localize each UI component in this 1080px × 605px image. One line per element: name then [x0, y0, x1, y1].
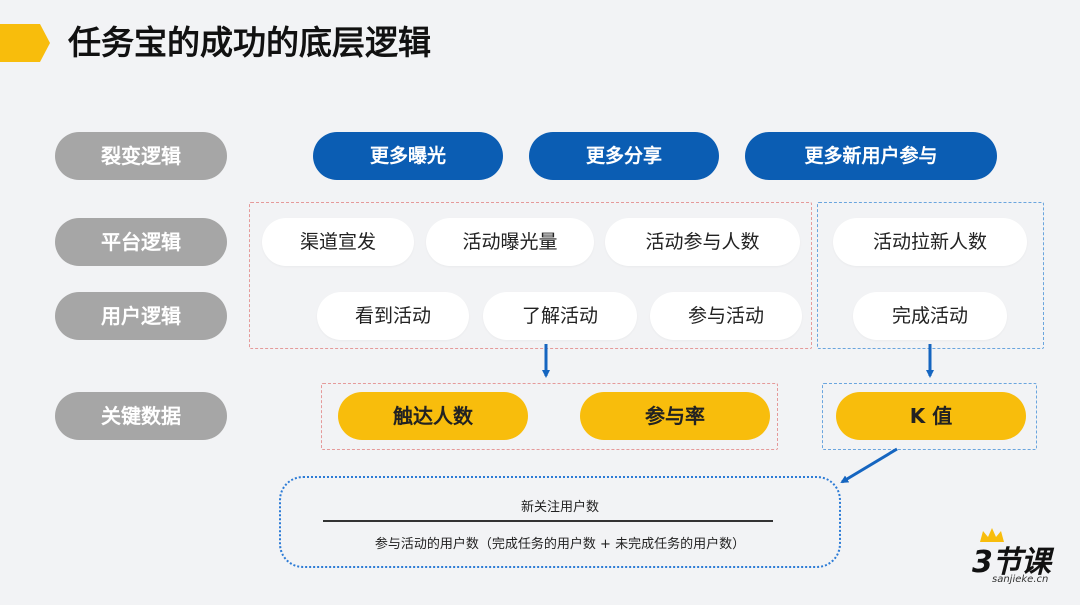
key-data-group-left [321, 383, 778, 450]
fission-more-exposure: 更多曝光 [313, 132, 503, 180]
arrow-to-formula [840, 447, 898, 484]
logo-subtext: sanjieke.cn [992, 574, 1049, 585]
user-understand-activity: 了解活动 [483, 292, 637, 340]
row-label-key-data: 关键数据 [55, 392, 227, 440]
platform-participants: 活动参与人数 [605, 218, 800, 266]
fission-more-sharing: 更多分享 [529, 132, 719, 180]
fission-more-new-users: 更多新用户参与 [745, 132, 997, 180]
platform-channel-promo: 渠道宣发 [262, 218, 414, 266]
platform-user-group-left [249, 202, 812, 349]
logo-text: 3节课 [972, 545, 1051, 580]
page-title: 任务宝的成功的底层逻辑 [68, 23, 431, 62]
row-label-platform: 平台逻辑 [55, 218, 227, 266]
row-label-user: 用户逻辑 [55, 292, 227, 340]
key-data-k-value: K 值 [836, 392, 1026, 440]
title-marker-icon [0, 24, 50, 62]
brand-logo: 3节课 sanjieke.cn [966, 528, 1066, 588]
user-see-activity: 看到活动 [317, 292, 469, 340]
formula-box [279, 476, 841, 568]
key-data-participation-rate: 参与率 [580, 392, 770, 440]
user-join-activity: 参与活动 [650, 292, 802, 340]
platform-exposure-volume: 活动曝光量 [426, 218, 594, 266]
platform-new-users: 活动拉新人数 [833, 218, 1027, 266]
key-data-group-right [822, 383, 1037, 450]
row-label-fission: 裂变逻辑 [55, 132, 227, 180]
user-complete-activity: 完成活动 [853, 292, 1007, 340]
key-data-reach: 触达人数 [338, 392, 528, 440]
fraction-line [323, 520, 773, 522]
crown-icon [980, 528, 1004, 542]
formula-numerator: 新关注用户数 [520, 500, 599, 515]
formula-denominator: 参与活动的用户数（完成任务的用户数 + 未完成任务的用户数） [374, 537, 746, 552]
